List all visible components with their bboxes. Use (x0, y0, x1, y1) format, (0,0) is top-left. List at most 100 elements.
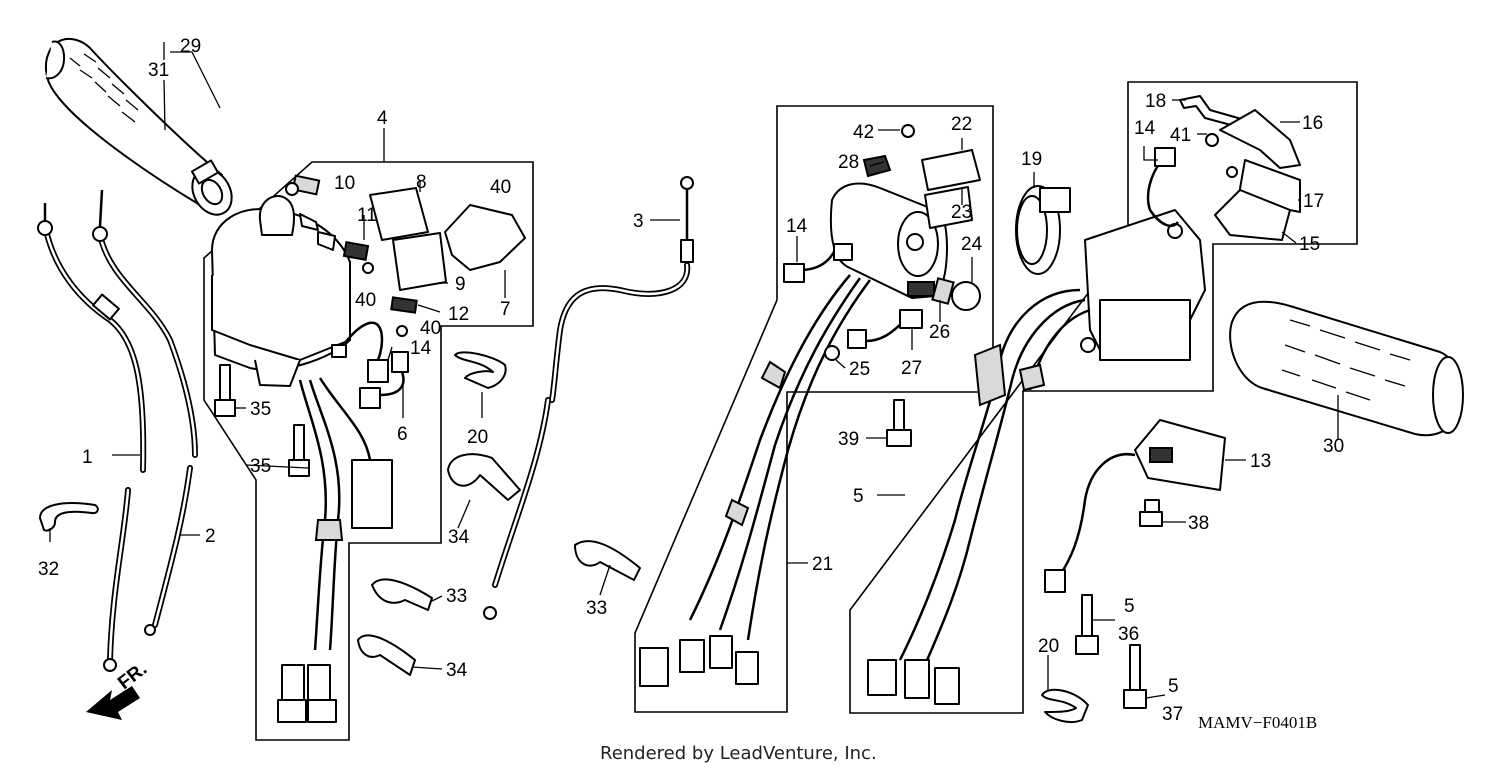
screw-42 (901, 124, 915, 138)
screw-40c (396, 325, 408, 337)
callout-5-center: 5 (853, 486, 864, 507)
part-8 (369, 187, 429, 241)
callout-13: 13 (1250, 451, 1271, 472)
screw-41b (1226, 166, 1238, 178)
left-switch-harness (277, 377, 393, 723)
callout-33-center: 33 (586, 598, 607, 619)
callout-36: 36 (1118, 624, 1139, 645)
callout-34-upper: 34 (448, 527, 470, 548)
switch-connector-6 (359, 351, 409, 409)
clamp-33-center (574, 540, 641, 581)
center-switch-assembly-frame (634, 105, 994, 713)
callout-41: 41 (1170, 125, 1191, 146)
callout-17: 17 (1303, 191, 1324, 212)
callout-25: 25 (849, 359, 870, 380)
callout-3: 3 (633, 211, 644, 232)
callout-11: 11 (357, 205, 377, 226)
plate-15 (1214, 189, 1291, 241)
bolt-39 (886, 399, 912, 447)
callout-30: 30 (1323, 436, 1344, 457)
bolt-35-b (288, 424, 310, 477)
callout-40a: 40 (490, 177, 511, 198)
screw-41 (1205, 133, 1219, 147)
bracket-7 (444, 204, 526, 271)
callout-39: 39 (838, 429, 859, 450)
callout-40c: 40 (420, 318, 441, 339)
switch-connector-27 (847, 309, 923, 349)
throttle-cable-1 (37, 203, 147, 672)
callout-32: 32 (38, 559, 59, 580)
callout-22: 22 (951, 114, 972, 135)
clamp-34-lower (357, 634, 416, 676)
callout-38: 38 (1188, 513, 1209, 534)
right-switch-harness (867, 288, 1091, 705)
bolt-37 (1123, 644, 1147, 709)
callout-26: 26 (929, 322, 950, 343)
clamp-33-left (371, 578, 433, 611)
callout-29: 29 (180, 36, 201, 57)
callout-9: 9 (455, 274, 466, 295)
part-12 (390, 296, 418, 314)
callout-5-upper: 5 (1124, 596, 1135, 617)
relay-13 (1044, 419, 1226, 593)
callout-8: 8 (416, 172, 427, 193)
callout-35a: 35 (250, 399, 271, 420)
callout-40b: 40 (355, 290, 376, 311)
part-9 (392, 232, 447, 291)
screw-40a (285, 182, 299, 196)
throttle-cable-2 (92, 189, 198, 636)
callout-14-left: 14 (410, 338, 432, 359)
render-credit: Rendered by LeadVenture, Inc. (600, 743, 877, 764)
clamp-20-lower (1041, 688, 1089, 723)
callout-19: 19 (1021, 149, 1042, 170)
callout-33-left: 33 (446, 586, 467, 607)
switch-connector-14-right (1146, 147, 1179, 227)
cable-clamp-32 (39, 502, 99, 532)
callout-1: 1 (82, 447, 93, 468)
callout-16: 16 (1302, 113, 1323, 134)
plate-16 (1219, 109, 1301, 169)
callout-28: 28 (838, 152, 859, 173)
bolt-35-a (214, 364, 236, 417)
callout-2: 2 (205, 526, 216, 547)
center-switch-housing (829, 149, 981, 311)
callout-12: 12 (448, 304, 469, 325)
clutch-cable-3 (483, 176, 694, 620)
callout-35b: 35 (250, 456, 271, 477)
leader-lines (49, 42, 1339, 699)
callout-37: 37 (1162, 704, 1183, 725)
callout-14-center: 14 (786, 216, 808, 237)
screw-25 (824, 345, 840, 361)
front-direction-arrow (86, 686, 140, 720)
part-11 (342, 241, 370, 261)
callout-20-lower: 20 (1038, 636, 1059, 657)
bolt-36 (1075, 594, 1099, 655)
switch-connector-14-left (331, 321, 389, 383)
callout-4: 4 (377, 108, 388, 129)
callout-15: 15 (1299, 234, 1320, 255)
callout-6: 6 (397, 424, 408, 445)
callout-27: 27 (901, 358, 922, 379)
callout-24: 24 (961, 234, 983, 255)
callout-7: 7 (500, 299, 511, 320)
clamp-20-upper (454, 351, 507, 389)
switch-connector-14-center (783, 243, 853, 283)
callout-10: 10 (334, 173, 355, 194)
callout-34-lower: 34 (446, 660, 468, 681)
right-switch-housing (1080, 209, 1206, 361)
diagram-code: MAMV−F0401B (1198, 713, 1317, 732)
right-grip (1229, 300, 1464, 437)
callout-31: 31 (148, 60, 169, 81)
left-switch-assembly-frame (203, 161, 534, 741)
bolt-38 (1139, 499, 1163, 527)
callout-18: 18 (1145, 91, 1166, 112)
center-switch-harness (639, 274, 872, 687)
right-switch-assembly-frame (849, 81, 1358, 714)
left-switch-housing (211, 195, 351, 387)
left-grip (44, 37, 233, 216)
callout-21: 21 (812, 554, 833, 575)
clamp-34-upper (447, 453, 521, 501)
callout-5-lower: 5 (1168, 676, 1179, 697)
screw-40b (362, 262, 374, 274)
